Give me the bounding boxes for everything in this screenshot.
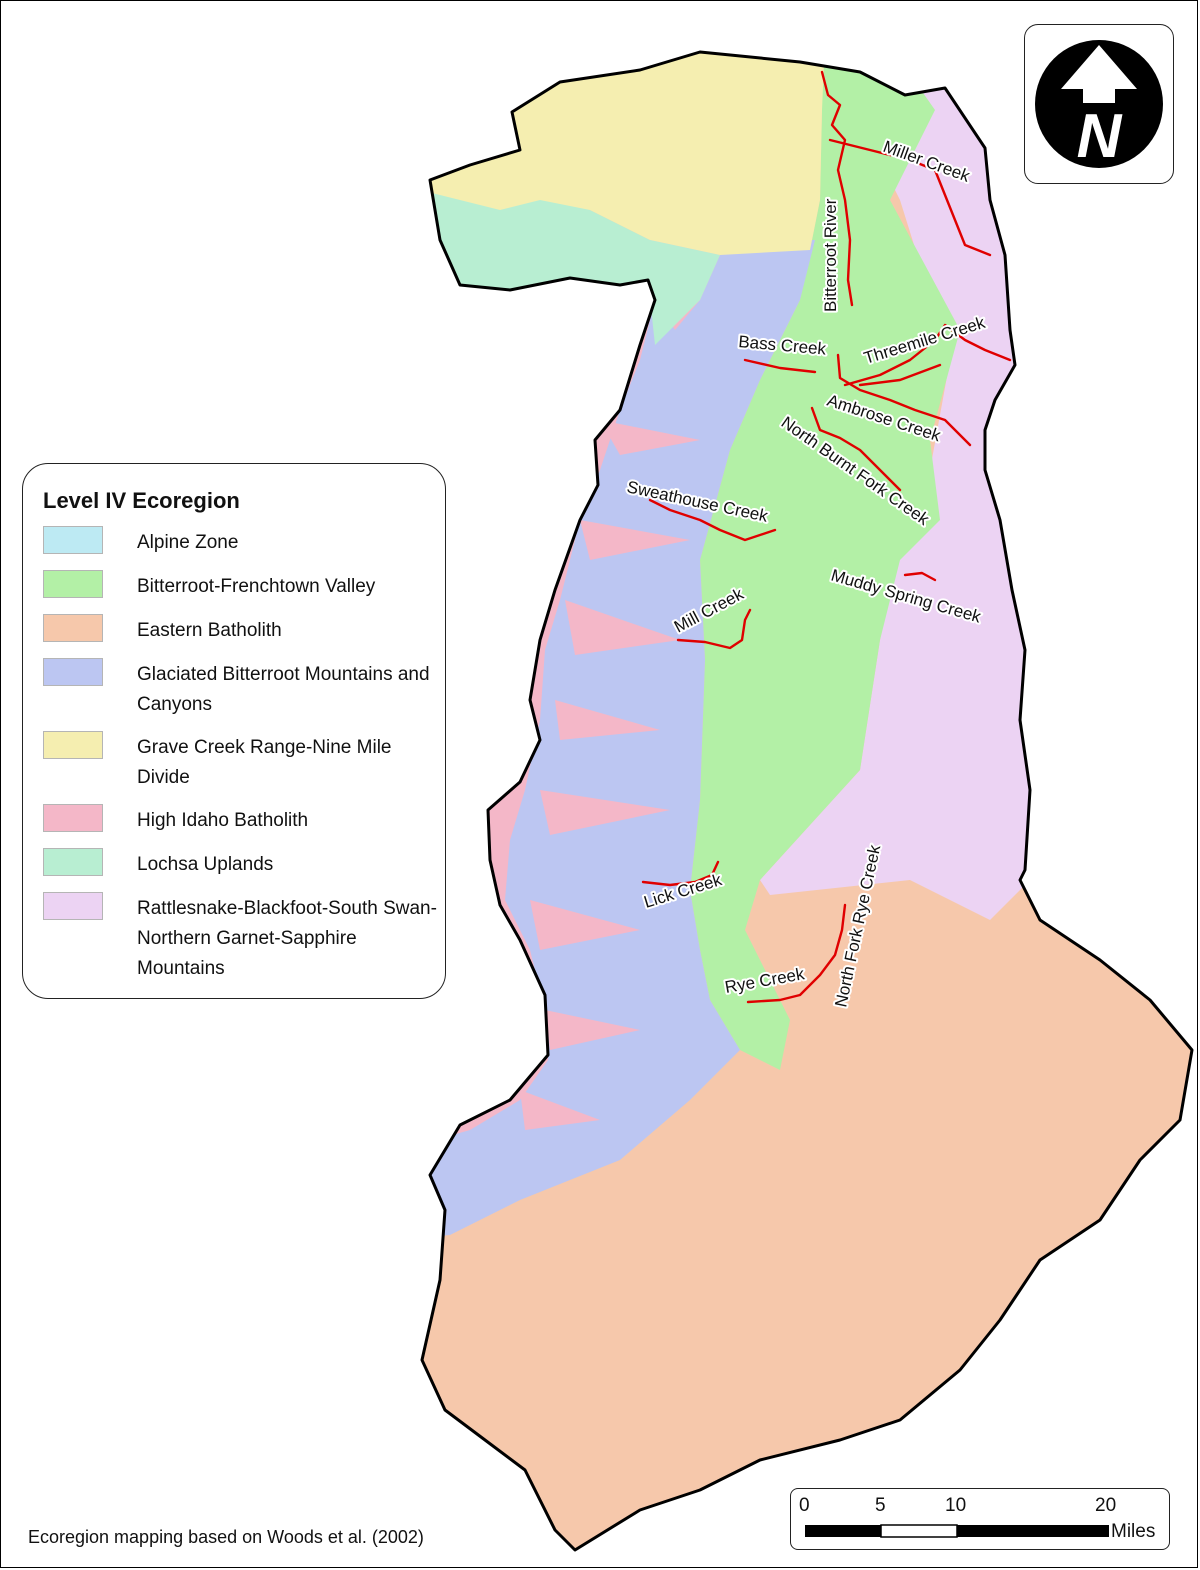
scale-unit-label: Miles (1111, 1521, 1156, 1542)
north-arrow-letter: N (1077, 102, 1123, 171)
stream-mill-creek (676, 608, 752, 650)
source-credit: Ecoregion mapping based on Woods et al. … (28, 1527, 424, 1547)
stream-bass-creek (743, 358, 817, 374)
legend-title: Level IV Ecoregion (43, 488, 240, 513)
legend-label: Glaciated Bitterroot Mountains and Canyo… (137, 664, 430, 715)
watershed-boundary (420, 50, 1194, 1552)
stream-threemile-creek (843, 323, 1012, 387)
legend-swatch (43, 614, 103, 642)
legend-label: Alpine Zone (137, 532, 239, 553)
stream-muddy-spring-creek (903, 571, 937, 582)
stream-layer (641, 70, 1012, 1004)
legend-swatch (43, 731, 103, 759)
north-arrow: N (1024, 24, 1174, 184)
scale-bar: 0 5 10 20 Miles (790, 1488, 1170, 1550)
legend-swatch (43, 892, 103, 920)
legend-label: Lochsa Uplands (137, 854, 274, 875)
legend-label: Rattlesnake-Blackfoot-South Swan-Norther… (137, 898, 437, 979)
stream-ambrose-creek (836, 353, 972, 447)
legend-label: Grave Creek Range-Nine Mile Divide (137, 737, 392, 788)
legend-label: High Idaho Batholith (137, 810, 309, 831)
legend: Level IV Ecoregion Alpine Zone Bitterroo… (22, 463, 446, 999)
legend-swatch (43, 570, 103, 598)
stream-sweathouse-creek (648, 498, 777, 542)
scale-bar-graphic (805, 1524, 1109, 1538)
legend-label: Bitterroot-Frenchtown Valley (137, 576, 376, 597)
north-arrow-icon: N (1035, 40, 1163, 171)
legend-label: Eastern Batholith (137, 620, 282, 641)
stream-bitterroot-river (820, 70, 854, 307)
stream-lick-creek (641, 860, 720, 887)
label-bitterroot-river: Bitterroot River (821, 198, 840, 312)
stream-threemile-branch (858, 363, 942, 387)
legend-swatch (43, 526, 103, 554)
scale-tick-label: 10 (945, 1495, 967, 1516)
scale-tick-label: 20 (1095, 1495, 1117, 1516)
stream-north-fork-rye-creek (746, 903, 847, 1004)
stream-north-burnt-fork-creek (810, 406, 902, 492)
scale-tick-label: 0 (799, 1495, 810, 1516)
region-bitterroot-frenchtown-valley (690, 60, 960, 1070)
legend-swatch (43, 848, 103, 876)
legend-swatch (43, 804, 103, 832)
region-rattlesnake-blackfoot (760, 60, 1030, 920)
stream-miller-creek (828, 138, 992, 257)
legend-swatch (43, 658, 103, 686)
scale-tick-label: 5 (875, 1495, 886, 1516)
